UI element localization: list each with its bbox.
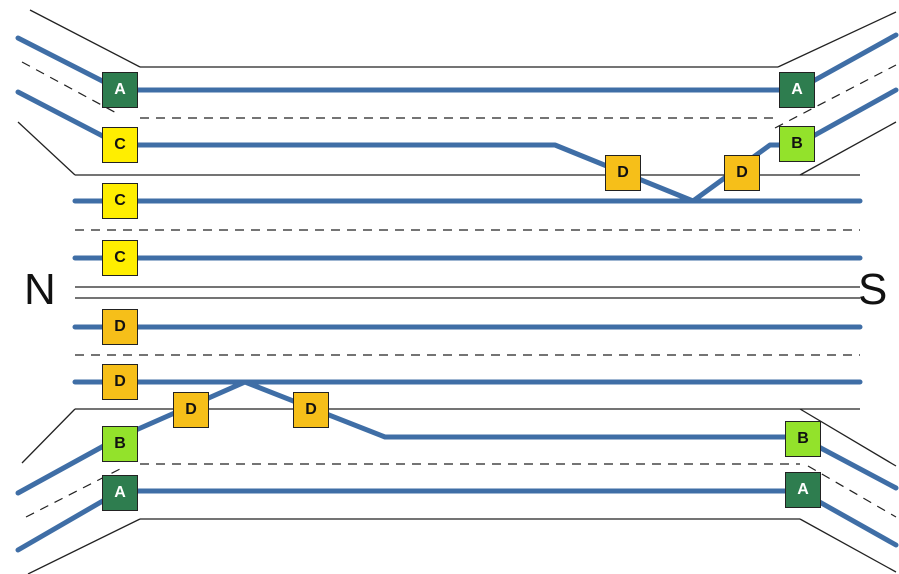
marker-north-d-2: D: [102, 364, 138, 400]
platform-boundaries: [17, 9, 897, 574]
north-label: N: [24, 265, 56, 314]
marker-north-a-bottom: A: [102, 475, 138, 511]
marker-south-b-top: B: [779, 126, 815, 162]
marker-north-c-2: C: [102, 183, 138, 219]
marker-crossover-bottom-d-2: D: [293, 392, 329, 428]
dashed-dividers: [21, 61, 897, 518]
marker-crossover-top-d-1: D: [605, 155, 641, 191]
marker-north-d-1: D: [102, 309, 138, 345]
tracks: [15, 32, 899, 553]
south-label: S: [858, 265, 888, 314]
marker-crossover-top-d-2: D: [724, 155, 760, 191]
marker-north-c-1: C: [102, 127, 138, 163]
marker-south-b-bottom: B: [785, 421, 821, 457]
marker-north-a-top: A: [102, 72, 138, 108]
marker-south-a-top: A: [779, 72, 815, 108]
marker-south-a-bottom: A: [785, 472, 821, 508]
marker-crossover-bottom-d-1: D: [173, 392, 209, 428]
marker-north-c-3: C: [102, 240, 138, 276]
marker-north-b: B: [102, 426, 138, 462]
